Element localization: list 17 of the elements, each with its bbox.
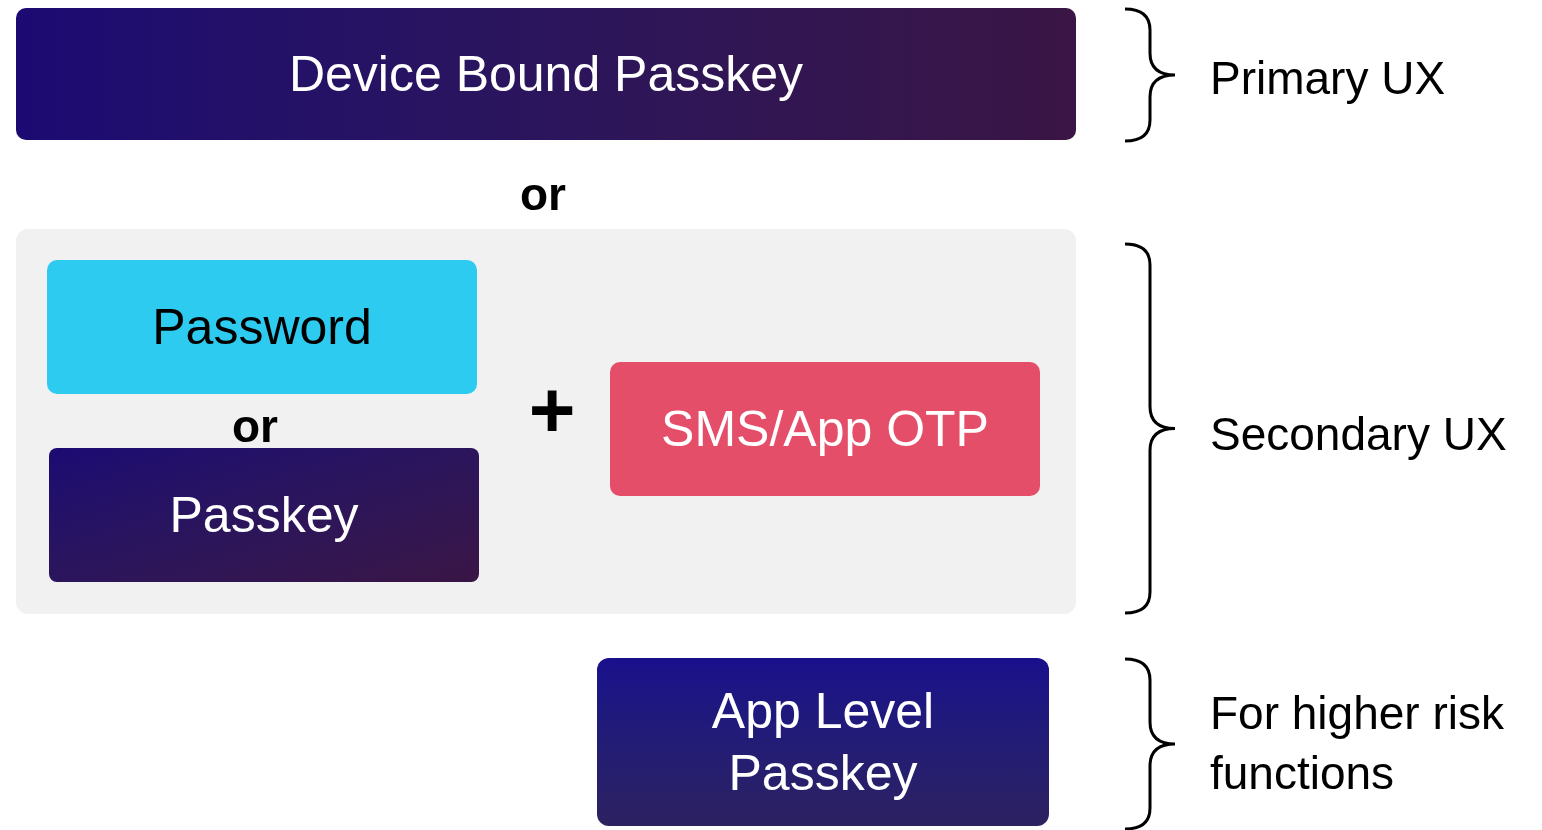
connector-word: or: [519, 167, 567, 222]
box-label: App Level Passkey: [710, 681, 936, 803]
group-panel: [16, 229, 1076, 614]
box-label: Password: [151, 297, 373, 357]
plus-sign: +: [527, 370, 577, 450]
box-label: SMS/App OTP: [660, 399, 990, 459]
bracket-label: For higher risk functions: [1210, 686, 1505, 801]
option-box: [47, 260, 477, 394]
option-box: [49, 448, 479, 582]
bracket-label: Secondary UX: [1210, 407, 1507, 462]
option-box: [16, 8, 1076, 140]
connector-word: or: [231, 399, 279, 454]
option-box: [597, 658, 1049, 826]
box-label: Device Bound Passkey: [287, 44, 805, 104]
bracket-label: Primary UX: [1210, 51, 1446, 106]
box-label: Passkey: [168, 485, 360, 545]
option-box: [610, 362, 1040, 496]
